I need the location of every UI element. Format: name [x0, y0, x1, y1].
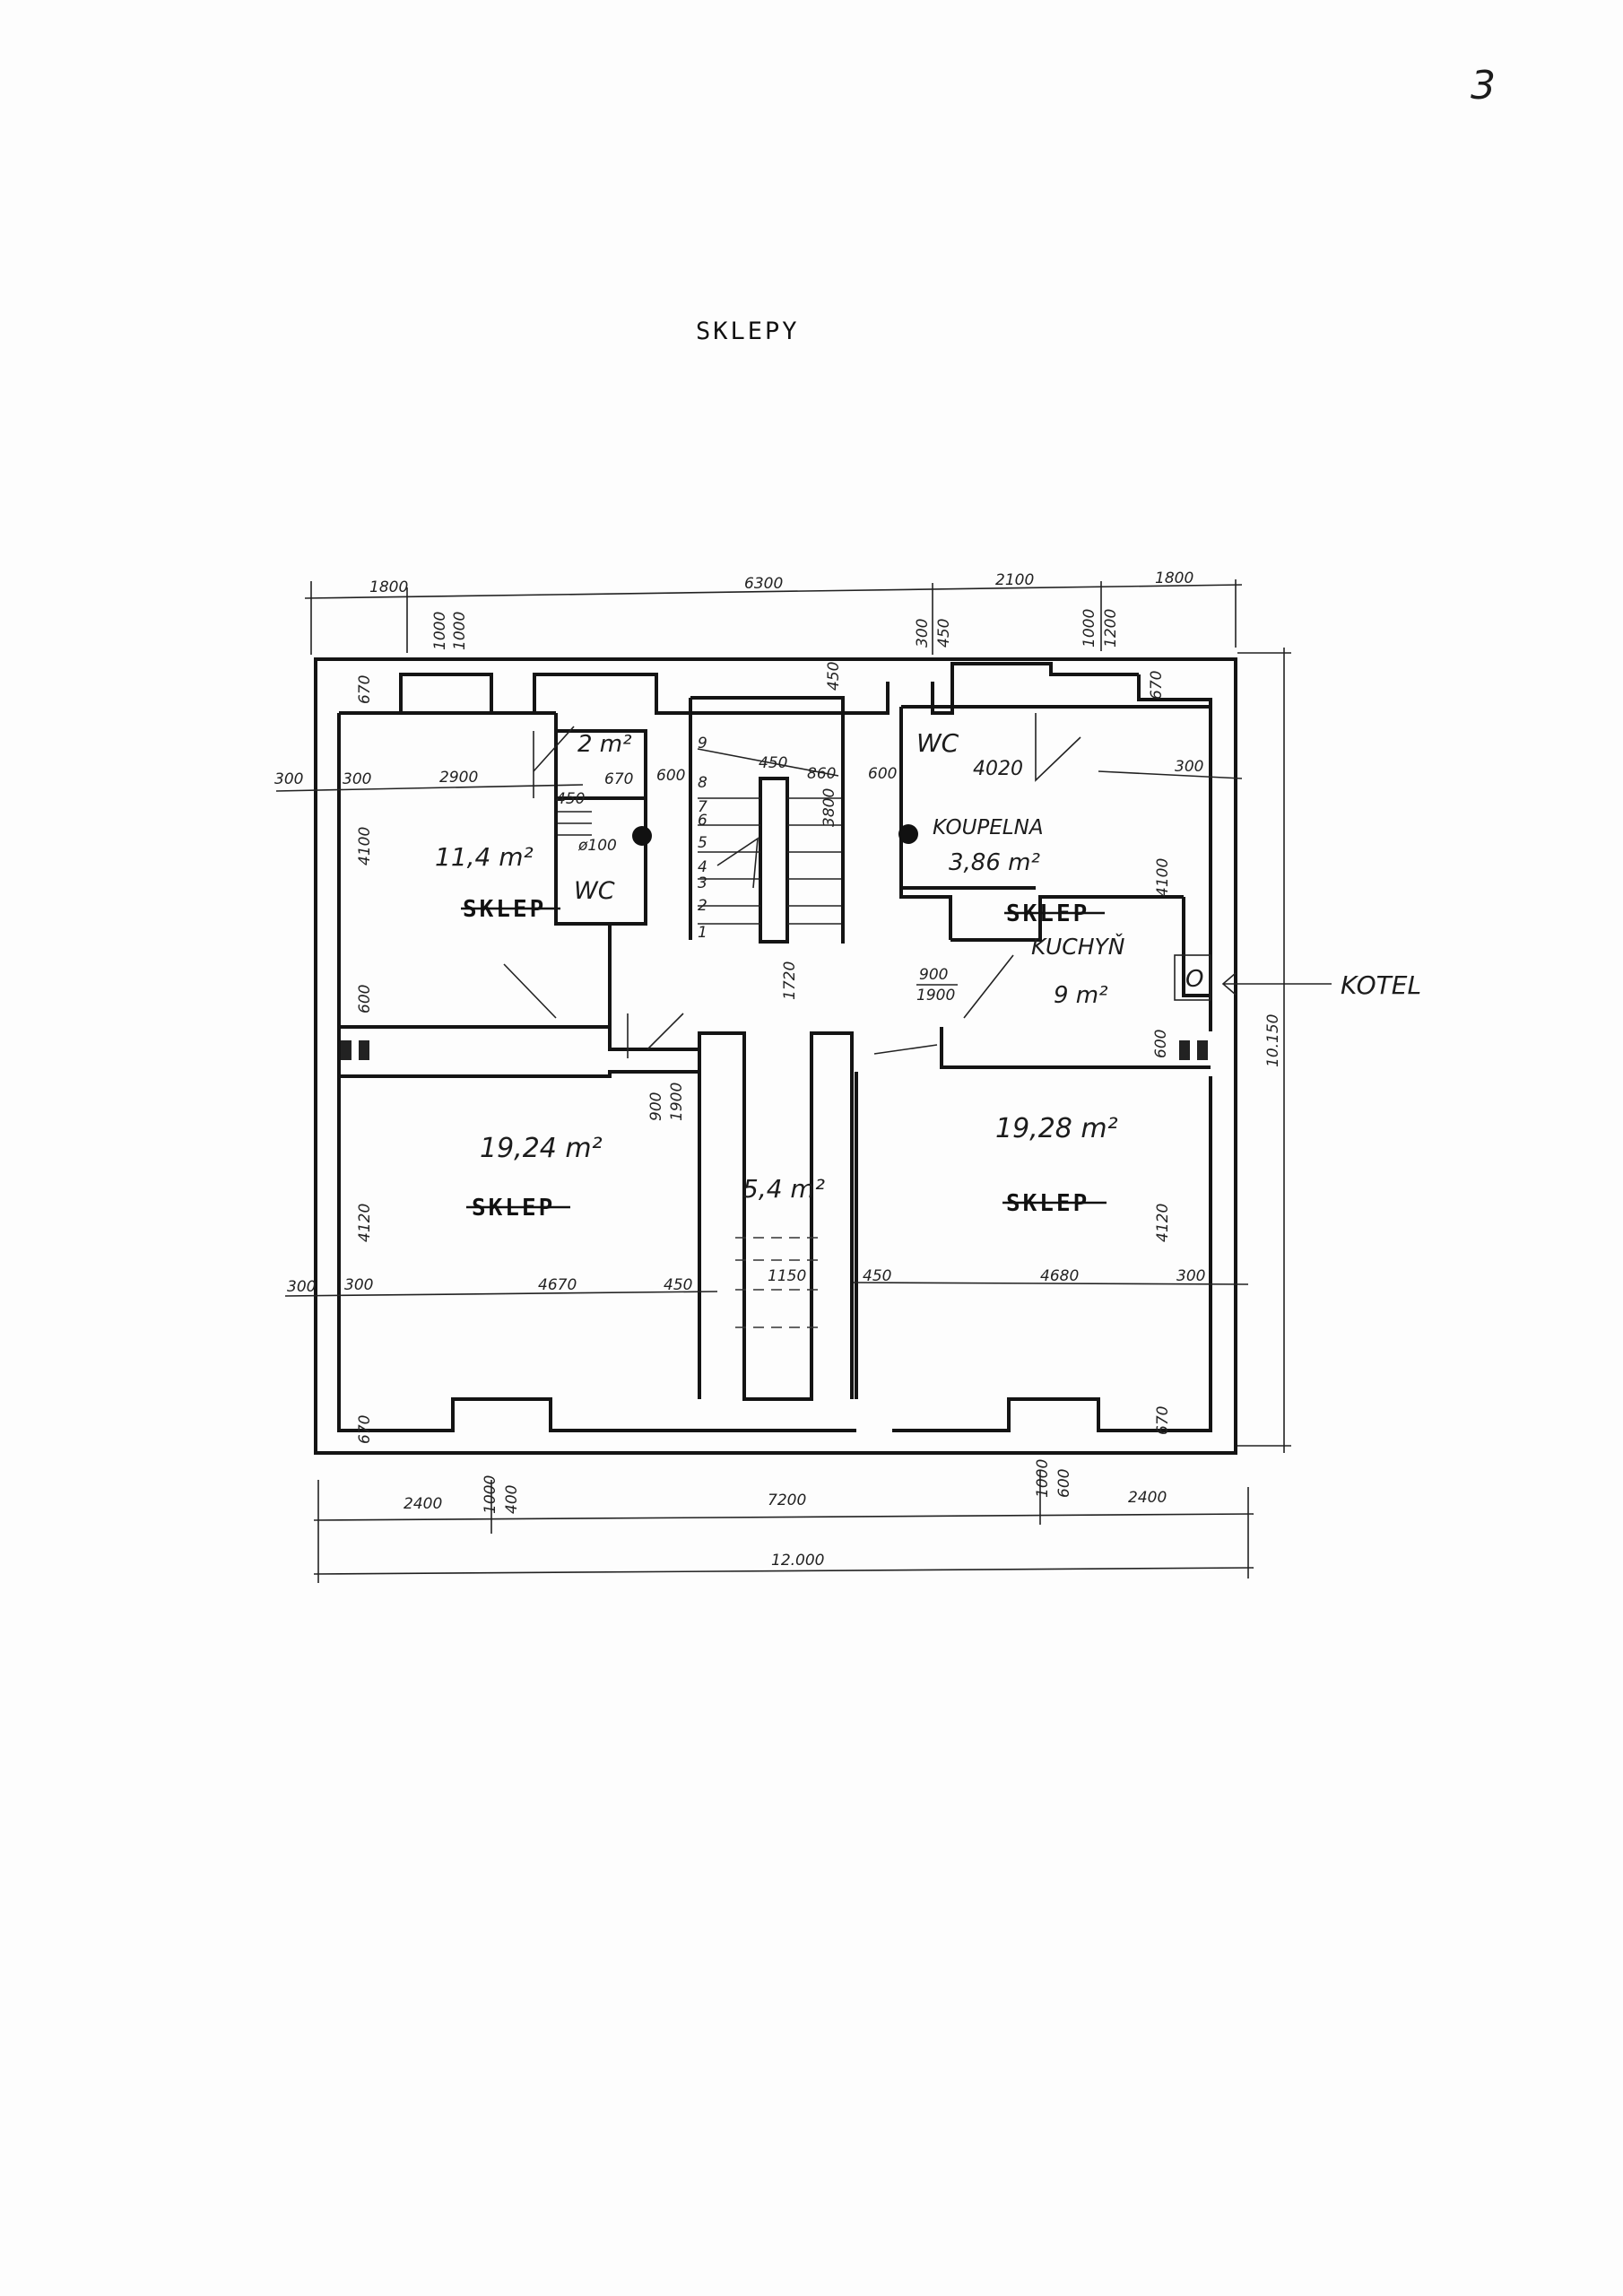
- kitchen-area: 9 m²: [1054, 982, 1108, 1009]
- dim-sw-row-2: 300: [344, 1276, 373, 1294]
- dim-west-600: 600: [356, 985, 374, 1013]
- stair-step-9: 9: [698, 735, 707, 752]
- room-nw-area: 11,4 m²: [435, 842, 534, 872]
- room-ne: O KOTEL 670 300 4100 600 WC 4020 KOUPELN…: [898, 671, 1421, 1060]
- dim-top-2: 6300: [744, 575, 783, 593]
- boiler-label: KOTEL: [1341, 970, 1421, 1000]
- dim-door-ne-b: 450: [935, 619, 953, 648]
- room-se: 19,28 m² SKLEP 4120 450 4680 300 670: [853, 1072, 1249, 1435]
- dim-window-se-b: 600: [1055, 1469, 1073, 1498]
- dim-window-sw-a: 1000: [482, 1475, 499, 1514]
- wc-west-label: WC: [574, 877, 615, 905]
- stair-step-7: 7: [698, 798, 707, 816]
- dim-top-4: 1800: [1155, 570, 1193, 587]
- dim-wall-ne-top: 670: [1148, 671, 1166, 700]
- dim-se-row-3: 300: [1176, 1267, 1205, 1285]
- outer-walls: [314, 657, 1237, 1455]
- dim-se-row-1: 450: [863, 1267, 891, 1285]
- dim-door-east-1900: 1900: [916, 987, 955, 1004]
- dim-east-300: 300: [1175, 758, 1203, 776]
- plan-title: SKLEPY: [696, 317, 800, 345]
- dim-stair-length: 3800: [820, 788, 838, 827]
- dim-window-nw-a: 1000: [431, 612, 449, 650]
- dim-bottom-3: 2400: [1128, 1489, 1167, 1507]
- dim-sw-row-4: 450: [664, 1276, 692, 1294]
- dim-door-east-900: 900: [919, 966, 948, 984]
- dim-top-3: 2100: [995, 571, 1034, 589]
- dim-door-ne-a: 300: [914, 619, 932, 648]
- dim-west-row-1: 300: [274, 770, 303, 788]
- bottom-dimension-lines: 1000 400 1000 600 2400 7200 2400 12.000: [313, 1459, 1254, 1583]
- dim-sw-row-1: 300: [287, 1278, 316, 1296]
- stair-step-8: 8: [698, 774, 707, 792]
- dim-overall-width: 12.000: [771, 1552, 824, 1570]
- dim-window-ne-a: 1000: [1081, 609, 1098, 648]
- dim-east-height: 4100: [1154, 858, 1172, 897]
- dim-window-ne-b: 1200: [1102, 609, 1120, 648]
- hall-area: 5,4 m²: [742, 1174, 825, 1204]
- dim-window-se-a: 1000: [1034, 1459, 1052, 1498]
- dim-west-height: 4100: [356, 827, 374, 865]
- stair-step-5: 5: [698, 834, 707, 852]
- dim-sw-row-3: 4670: [538, 1276, 577, 1294]
- bathroom-label: KOUPELNA: [933, 816, 1044, 839]
- dim-stair-head: 450: [825, 662, 843, 691]
- top-dimension-line: 1800 6300 2100 1800 1000 1000 300 450 10…: [304, 570, 1243, 655]
- stair-core: 450 9 8 7 6 5 4 3 2 1 450 860 600 3800 1…: [689, 662, 897, 1000]
- kitchen-label: KUCHYŇ: [1031, 934, 1125, 960]
- stair-step-2: 2: [698, 897, 707, 915]
- wc-east-label: WC: [916, 728, 959, 758]
- dim-hall-width: 1150: [768, 1267, 806, 1285]
- dim-south-height-west: 4120: [356, 1204, 374, 1242]
- dim-west-row-3: 2900: [439, 769, 478, 787]
- dim-door-center-1900: 1900: [668, 1083, 686, 1121]
- dim-top-1: 1800: [369, 578, 408, 596]
- chimney-west-icon: [632, 826, 652, 846]
- dim-storage-450: 450: [556, 790, 585, 808]
- dim-window-nw-b: 1000: [451, 612, 469, 650]
- bathroom-area: 3,86 m²: [949, 849, 1040, 876]
- dim-overall-depth: 10.150: [1264, 1014, 1282, 1067]
- dim-stair-860: 860: [807, 765, 836, 783]
- storage-and-wc-west: 2 m² 670 600 450 ø100 WC: [533, 713, 685, 926]
- chimney-label: ø100: [577, 837, 617, 855]
- stair-step-1: 1: [698, 924, 707, 942]
- dim-bottom-1: 2400: [404, 1495, 442, 1513]
- room-sw: 19,24 m² SKLEP 4120 300 300 4670 450 670: [284, 1070, 718, 1444]
- dim-bottom-2: 7200: [768, 1492, 806, 1509]
- dim-se-row-2: 4680: [1040, 1267, 1079, 1285]
- stair-step-3: 3: [698, 874, 707, 892]
- dim-door-center-900: 900: [647, 1092, 665, 1121]
- storage-area: 2 m²: [577, 731, 632, 758]
- boiler-symbol: O: [1185, 966, 1203, 993]
- hall: 900 1900 5,4 m² 1150: [503, 963, 1211, 1401]
- dim-hall-1720: 1720: [781, 961, 799, 1000]
- right-dimension-line: 10.150: [1237, 648, 1291, 1453]
- dim-wall-se-bottom: 670: [1154, 1406, 1172, 1435]
- dim-south-height-east: 4120: [1154, 1204, 1172, 1242]
- dim-east-600: 600: [1152, 1030, 1170, 1058]
- dim-storage-670: 670: [604, 770, 633, 788]
- dim-stair-450: 450: [759, 754, 787, 772]
- room-sw-area: 19,24 m²: [480, 1133, 603, 1164]
- dim-stair-600: 600: [868, 765, 897, 783]
- dim-west-row-2: 300: [343, 770, 371, 788]
- wc-east-dim: 4020: [973, 758, 1023, 780]
- dim-window-sw-b: 400: [503, 1485, 521, 1514]
- page-number: 3: [1471, 63, 1496, 109]
- dim-wall-sw-bottom: 670: [356, 1415, 374, 1444]
- dim-wall-nw-top: 670: [356, 675, 374, 704]
- dim-storage-600: 600: [656, 767, 685, 785]
- stair-step-6: 6: [698, 812, 707, 830]
- stair-step-4: 4: [698, 858, 707, 876]
- chimney-east-icon: [898, 824, 918, 844]
- room-se-area: 19,28 m²: [995, 1113, 1118, 1144]
